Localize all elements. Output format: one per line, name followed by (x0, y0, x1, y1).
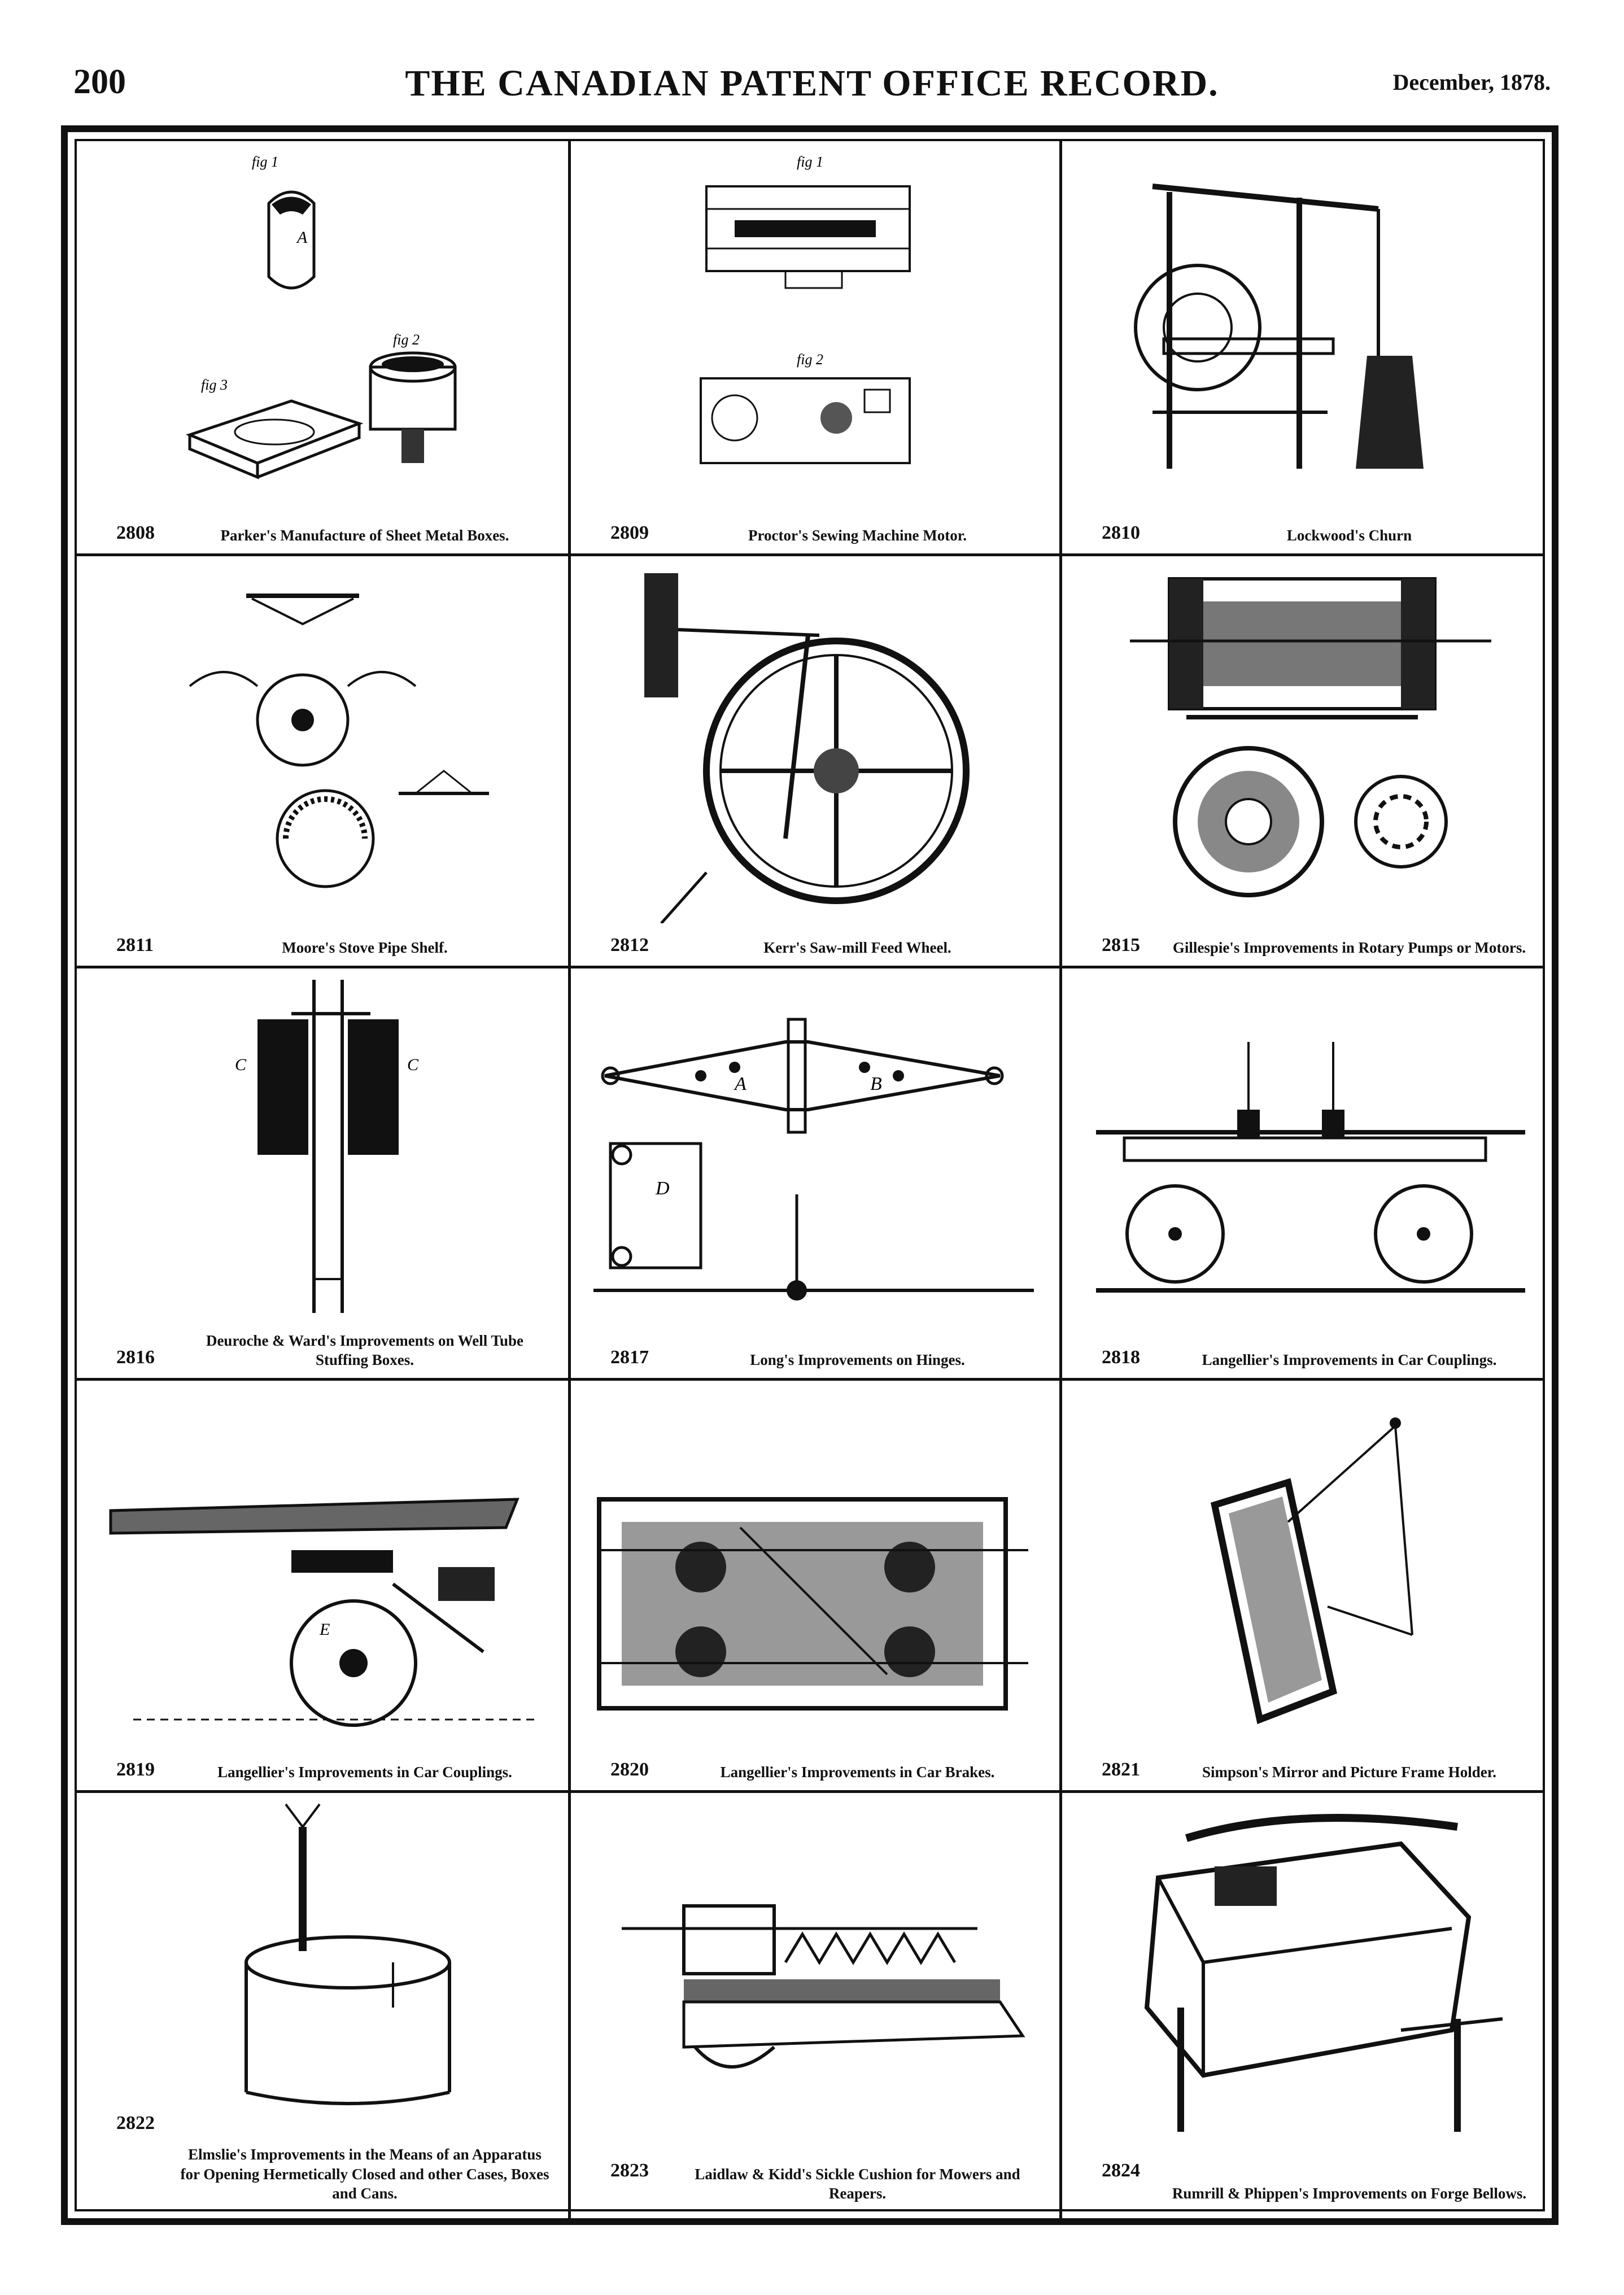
forge-bellows-figure (1144, 1814, 1503, 2132)
patent-number: 2822 (116, 2113, 155, 2134)
patent-cell-2819: E 2819 Langellier's Improvements in Car … (77, 1381, 568, 1790)
patent-title: Long's Improvements on Hinges. (750, 1351, 965, 1369)
car-coupling-side-figure: E (109, 1498, 540, 1727)
patent-number: 2821 (1102, 1759, 1140, 1781)
figure-label: C (407, 1055, 419, 1074)
page-header: 200 THE CANADIAN PATENT OFFICE RECORD. D… (0, 62, 1624, 113)
patent-caption: 2821 Simpson's Mirror and Picture Frame … (1102, 1759, 1535, 1782)
patent-cell-2824: 2824 Rumrill & Phippen's Improvements on… (1062, 1793, 1552, 2218)
patent-title: Rumrill & Phippen's Improvements on Forg… (1172, 2185, 1527, 2202)
figure-label: fig 2 (797, 351, 823, 368)
patent-number: 2815 (1102, 935, 1140, 956)
patent-title: Langellier's Improvements in Car Couplin… (217, 1764, 512, 1781)
grid-rule (77, 553, 1543, 556)
patent-cell-2821: 2821 Simpson's Mirror and Picture Frame … (1062, 1381, 1552, 1790)
rotary-pump-figure (1130, 577, 1491, 897)
patent-title: Lockwood's Churn (1286, 527, 1412, 544)
figure-label: B (870, 1074, 882, 1094)
hinge-figure: A B D (593, 1018, 1034, 1301)
patent-cell-2815: 2815 Gillespie's Improvements in Rotary … (1062, 556, 1552, 966)
patent-cell-2818: 2818 Langellier's Improvements in Car Co… (1062, 968, 1552, 1378)
sewing-machine-motor-figure: fig 1 fig 2 (700, 154, 911, 464)
grid-rule (568, 141, 571, 2218)
grid-rule (77, 1790, 1543, 1793)
patent-cell-2823: 2823 Laidlaw & Kidd's Sickle Cushion for… (571, 1793, 1059, 2218)
patent-cell-2811: 2811 Moore's Stove Pipe Shelf. (77, 556, 568, 966)
patent-caption: 2808 Parker's Manufacture of Sheet Metal… (116, 522, 551, 546)
grid-rule (77, 1378, 1543, 1381)
patent-caption: 2816 Deuroche & Ward's Improvements on W… (116, 1331, 551, 1370)
car-coupling-figure (1096, 1042, 1525, 1293)
patent-cell-2808: A fig 1 fig 2 fig 3 2808 Parker's Manufa… (77, 141, 568, 553)
sickle-cushion-figure (622, 1904, 1025, 2069)
well-tube-stuffing-box-figure: C C (235, 980, 419, 1313)
figure-label: fig 3 (201, 377, 228, 393)
patent-caption: 2820 Langellier's Improvements in Car Br… (610, 1759, 1042, 1782)
patent-number: 2818 (1102, 1347, 1140, 1368)
grid-rule (77, 966, 1543, 968)
patent-title: Elmslie's Improvements in the Means of a… (180, 2146, 549, 2202)
patent-caption: 2817 Long's Improvements on Hinges. (610, 1347, 1042, 1370)
patent-cell-2812: 2812 Kerr's Saw-mill Feed Wheel. (571, 556, 1059, 966)
patent-title: Simpson's Mirror and Picture Frame Holde… (1202, 1764, 1496, 1781)
patent-cell-2810: 2810 Lockwood's Churn (1062, 141, 1552, 553)
figure-label: E (319, 1620, 330, 1639)
patent-title: Laidlaw & Kidd's Sickle Cushion for Mowe… (695, 2165, 1020, 2202)
patent-caption: 2809 Proctor's Sewing Machine Motor. (610, 522, 1042, 546)
patent-title: Gillespie's Improvements in Rotary Pumps… (1172, 939, 1526, 957)
journal-title: THE CANADIAN PATENT OFFICE RECORD. (405, 63, 1219, 104)
churn-figure (1134, 184, 1424, 469)
patent-caption: 2822 Elmslie's Improvements in the Means… (116, 2113, 551, 2204)
patent-title: Proctor's Sewing Machine Motor. (748, 527, 967, 544)
patent-plate-frame: A fig 1 fig 2 fig 3 2808 Parker's Manufa… (61, 125, 1558, 2225)
patent-number: 2823 (610, 2160, 649, 2181)
figure-label: A (734, 1074, 746, 1094)
patent-caption: 2823 Laidlaw & Kidd's Sickle Cushion for… (610, 2160, 1042, 2204)
patent-caption: 2819 Langellier's Improvements in Car Co… (116, 1759, 551, 1782)
patent-caption: 2812 Kerr's Saw-mill Feed Wheel. (610, 935, 1042, 958)
issue-date: December, 1878. (1392, 69, 1551, 95)
patent-caption: 2811 Moore's Stove Pipe Shelf. (116, 935, 551, 958)
patent-plate-grid: A fig 1 fig 2 fig 3 2808 Parker's Manufa… (75, 139, 1545, 2218)
patent-number: 2816 (116, 1347, 155, 1368)
patent-number: 2817 (610, 1347, 649, 1368)
patent-caption: 2824 Rumrill & Phippen's Improvements on… (1102, 2160, 1535, 2204)
patent-number: 2809 (610, 522, 649, 544)
patent-caption: 2810 Lockwood's Churn (1102, 522, 1535, 546)
patent-number: 2812 (610, 935, 649, 956)
patent-cell-2822: 2822 Elmslie's Improvements in the Means… (77, 1793, 568, 2218)
figure-label: fig 1 (797, 154, 823, 170)
patent-caption: 2818 Langellier's Improvements in Car Co… (1102, 1347, 1535, 1370)
patent-number: 2819 (116, 1759, 155, 1781)
patent-caption: 2815 Gillespie's Improvements in Rotary … (1102, 935, 1535, 958)
can-opener-figure (245, 1803, 451, 2105)
patent-title: Langellier's Improvements in Car Couplin… (1202, 1351, 1497, 1369)
patent-title: Parker's Manufacture of Sheet Metal Boxe… (220, 527, 509, 544)
grid-rule (1059, 141, 1062, 2218)
patent-number: 2811 (116, 935, 154, 956)
figure-label: fig 1 (252, 154, 278, 170)
patent-cell-2817: A B D 2817 Long's Improvements on Hinges… (571, 968, 1059, 1378)
figure-label: A (296, 228, 308, 247)
patent-title: Langellier's Improvements in Car Brakes. (720, 1764, 995, 1781)
figure-label: C (235, 1055, 247, 1074)
patent-number: 2824 (1102, 2160, 1140, 2181)
patent-number: 2820 (610, 1759, 649, 1781)
saw-mill-feed-wheel-figure (644, 573, 970, 923)
patent-title: Moore's Stove Pipe Shelf. (282, 939, 448, 957)
figure-label: fig 2 (393, 331, 420, 348)
patent-number: 2810 (1102, 522, 1140, 544)
patent-cell-2809: fig 1 fig 2 2809 Proctor's Sewing Machin… (571, 141, 1059, 553)
patent-cell-2820: 2820 Langellier's Improvements in Car Br… (571, 1381, 1059, 1790)
stove-pipe-shelf-figure (189, 594, 489, 888)
mirror-frame-holder-figure (1211, 1417, 1413, 1725)
sheet-metal-box-figure: A fig 1 fig 2 fig 3 (185, 154, 457, 479)
patent-title: Kerr's Saw-mill Feed Wheel. (763, 939, 951, 957)
figure-label: D (655, 1178, 670, 1199)
page-number: 200 (73, 63, 126, 101)
patent-number: 2808 (116, 522, 155, 544)
patent-cell-2816: C C 2816 Deuroche & Ward's Improvements … (77, 968, 568, 1378)
car-brake-figure (597, 1497, 1028, 1711)
patent-title: Deuroche & Ward's Improvements on Well T… (206, 1332, 524, 1369)
